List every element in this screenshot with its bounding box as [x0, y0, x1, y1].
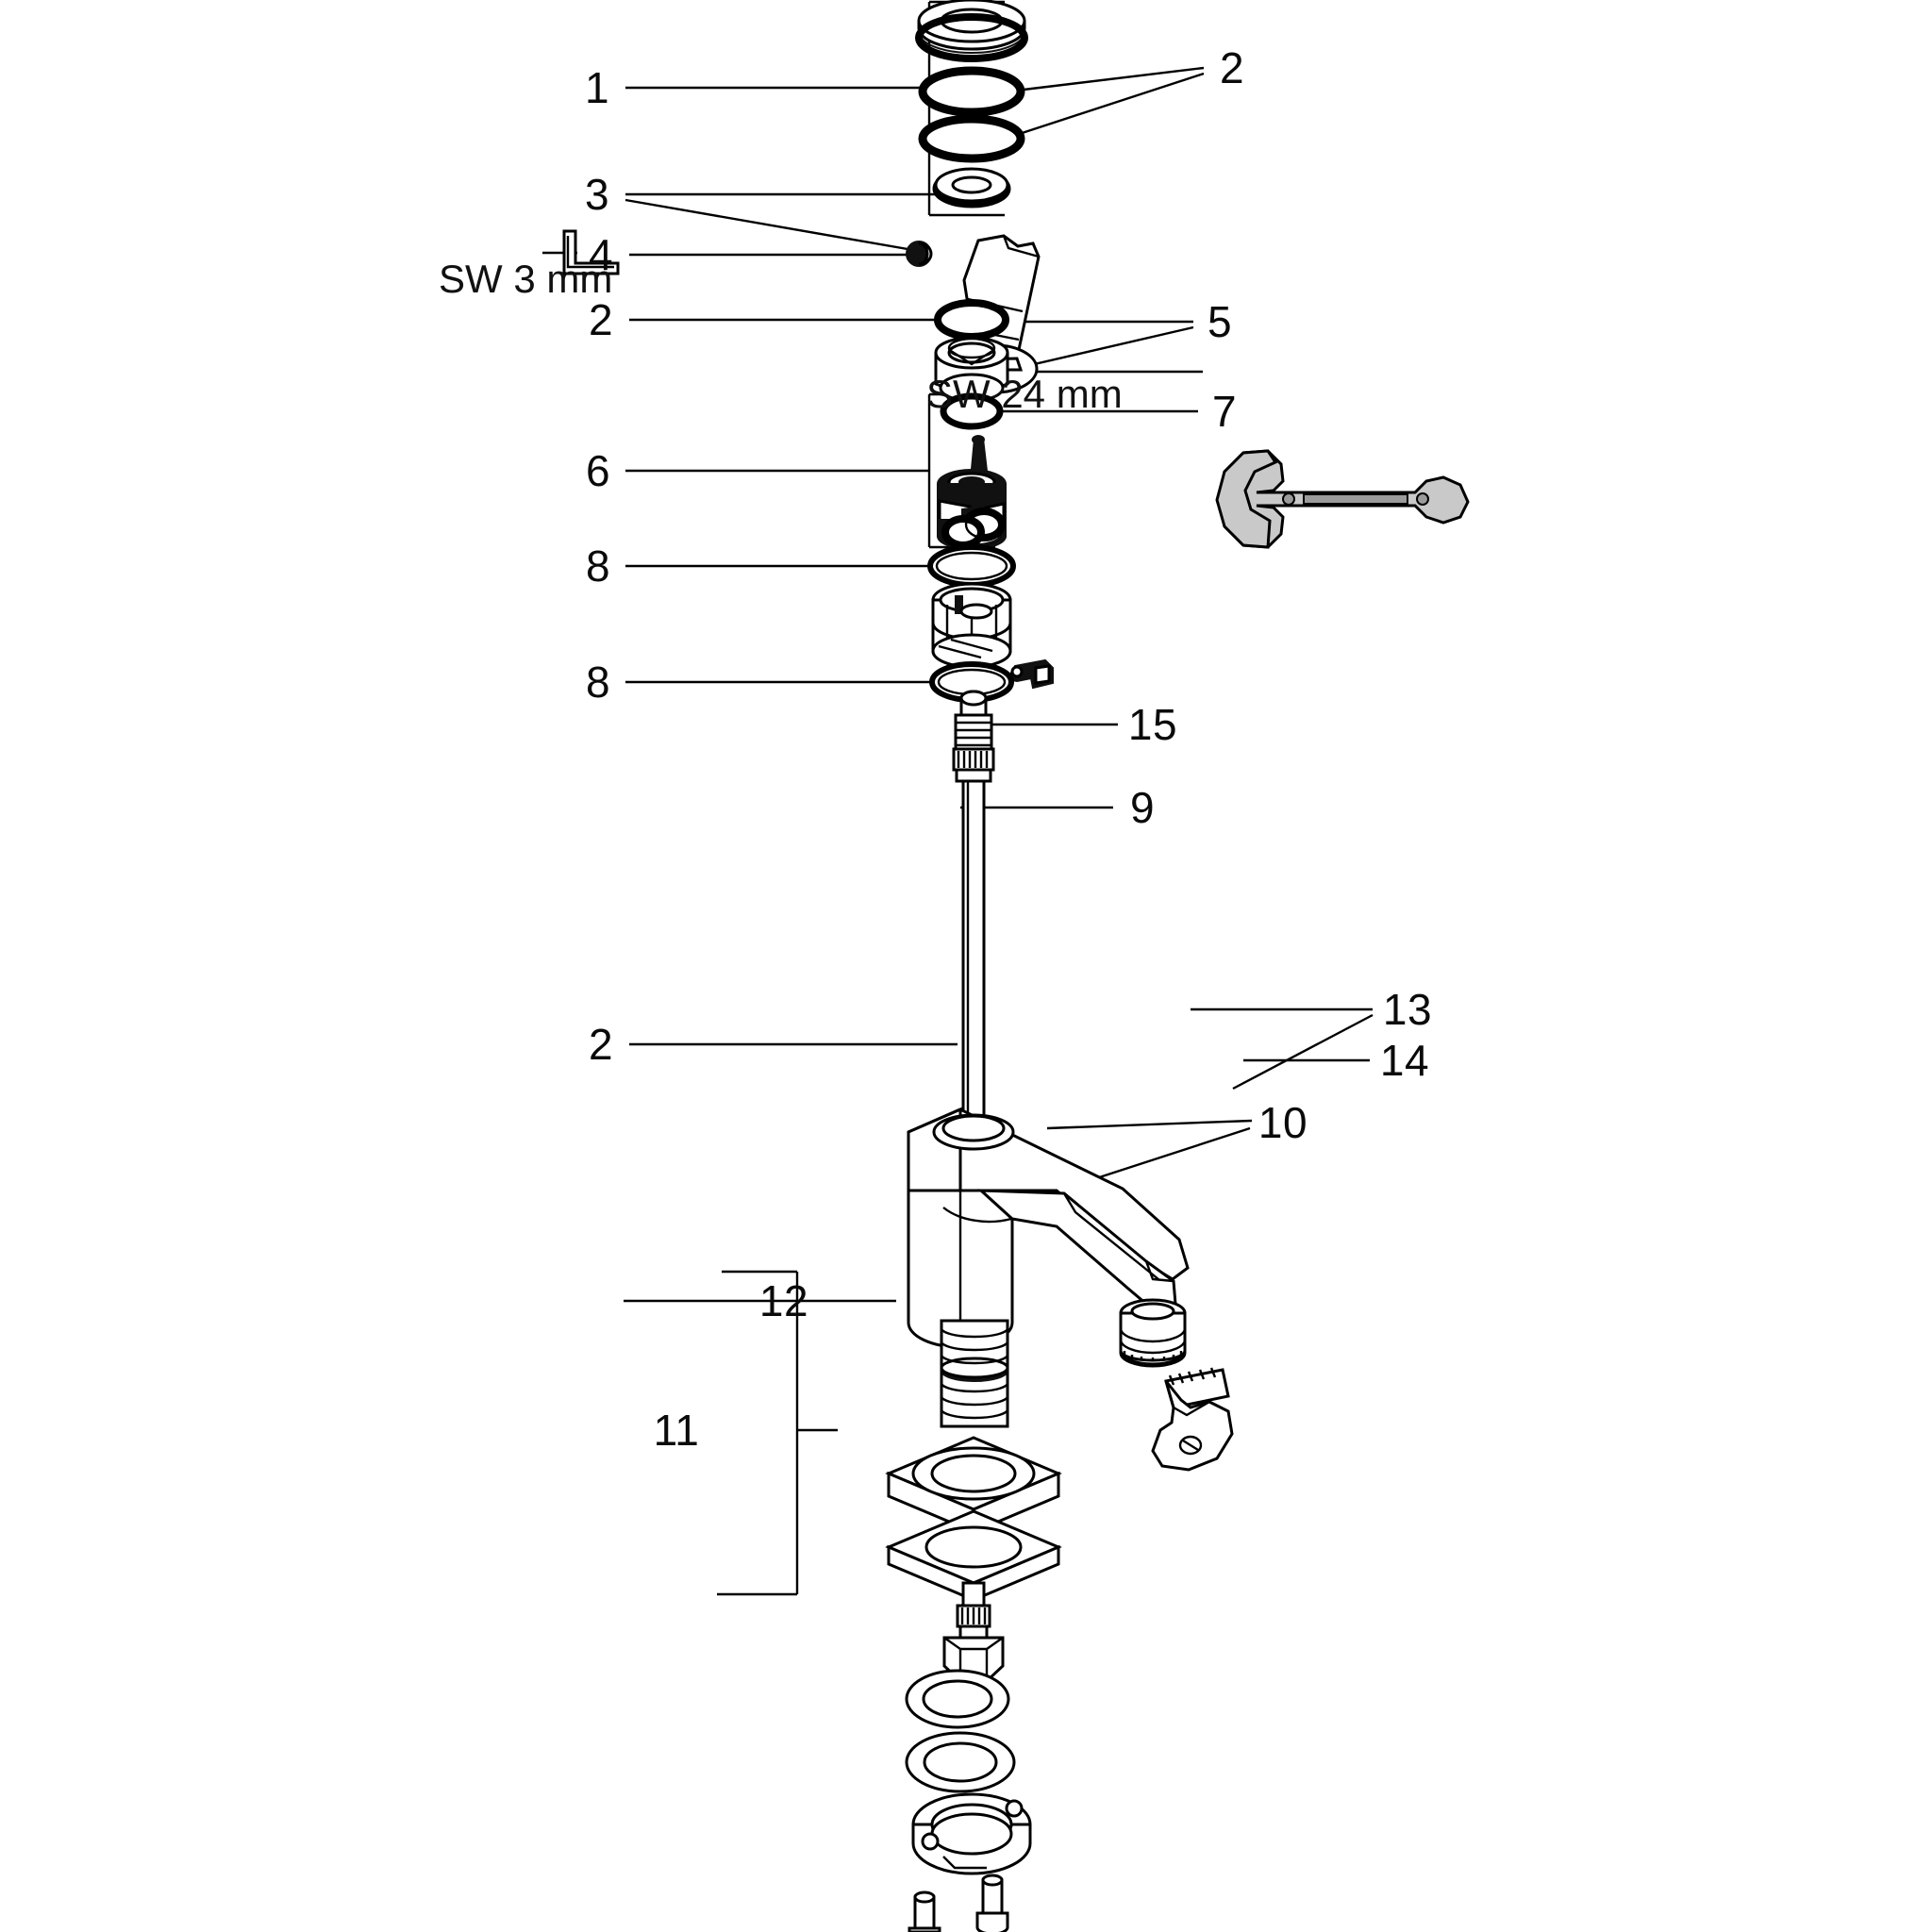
tool-open-end-wrench — [1215, 449, 1470, 549]
callout-4: 4 — [588, 230, 614, 279]
part-grub-screw — [906, 241, 933, 267]
callout-8-upper: 8 — [585, 541, 611, 591]
callout-13: 13 — [1382, 985, 1433, 1034]
part-aerator — [1119, 1298, 1187, 1368]
leader-lines — [542, 0, 1374, 1596]
part-mounting-plate-upper — [885, 1436, 1062, 1534]
callout-12: 12 — [758, 1276, 809, 1325]
part-base-screws — [908, 1874, 1009, 1932]
part-cartridge-nut — [934, 336, 1009, 403]
callout-2-body: 2 — [588, 1020, 614, 1069]
part-connector-nut — [942, 1581, 1005, 1683]
callout-11: 11 — [653, 1406, 700, 1455]
callout-7: 7 — [1211, 387, 1238, 436]
part-oring-cartridge-top — [940, 392, 1004, 430]
callout-9: 9 — [1129, 783, 1156, 832]
part-oring-upper-seat — [927, 544, 1016, 588]
callout-3: 3 — [584, 170, 610, 219]
part-faucet-body — [907, 1107, 1190, 1428]
part-group-top-rings — [915, 0, 1028, 208]
callout-5: 5 — [1207, 297, 1233, 346]
callout-2-top: 2 — [1219, 43, 1245, 92]
callout-6: 6 — [585, 446, 611, 495]
tool-label-allen-key: SW 3 mm — [439, 257, 613, 301]
callout-10: 10 — [1257, 1098, 1308, 1147]
part-pull-rod — [952, 690, 995, 1129]
callout-15: 15 — [1127, 700, 1178, 749]
part-base-gasket — [905, 1731, 1016, 1793]
part-valve-cage — [931, 582, 1012, 669]
tool-allen-key — [562, 229, 620, 275]
part-retainer-clip — [1006, 658, 1054, 690]
part-aerator-key — [1151, 1367, 1234, 1472]
tool-label-wrench: SW 24 mm — [926, 372, 1123, 416]
part-base-seal-12 — [905, 1669, 1010, 1729]
part-oring-under-handle — [934, 299, 1009, 341]
callout-2-handle: 2 — [588, 295, 614, 344]
part-base-flange — [911, 1792, 1032, 1875]
callout-8-lower: 8 — [585, 658, 611, 707]
callout-1: 1 — [584, 63, 610, 112]
part-cartridge-orings — [941, 508, 1006, 549]
part-oring-lower-seat — [929, 661, 1014, 703]
callout-14: 14 — [1379, 1036, 1430, 1085]
